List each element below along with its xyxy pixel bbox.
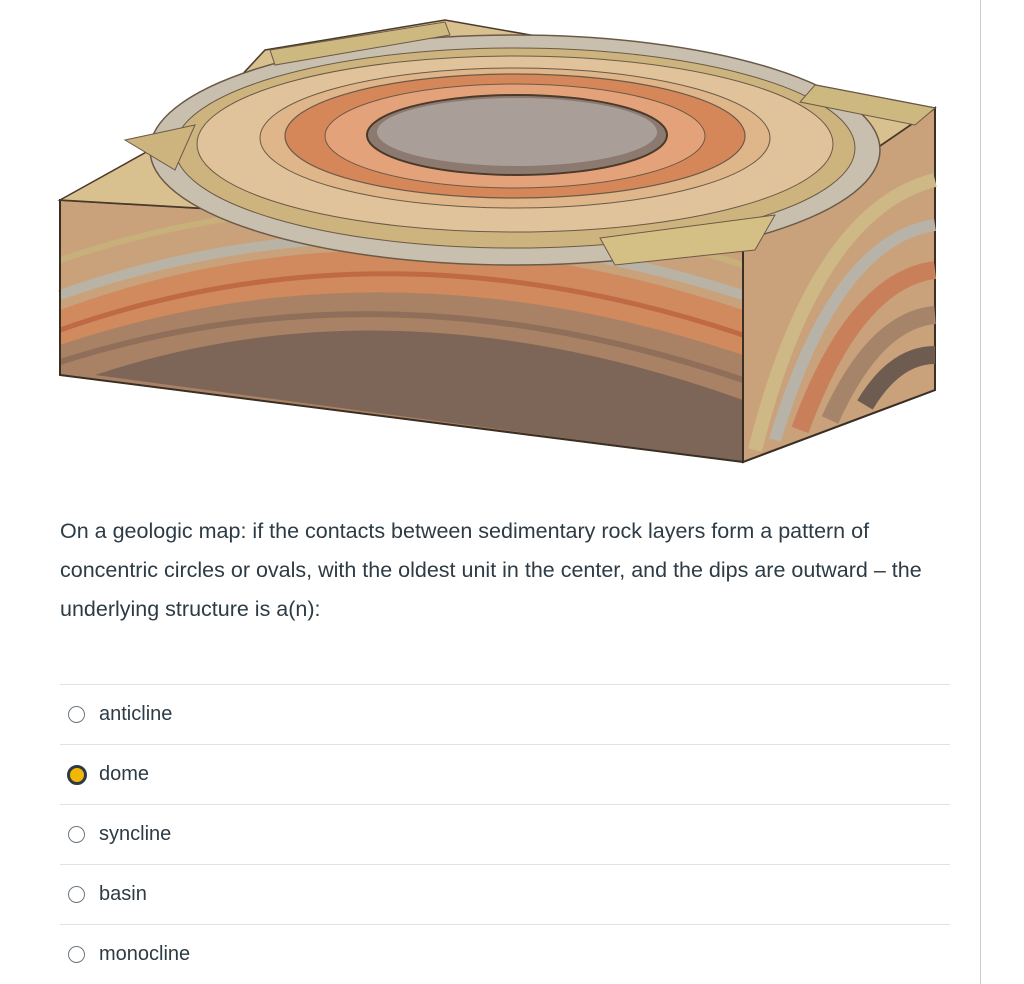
map-surface	[57, 19, 937, 266]
answer-label: dome	[99, 763, 150, 785]
answer-option-basin[interactable]: basin	[60, 864, 950, 924]
radio-button[interactable]	[68, 826, 85, 843]
answer-label: syncline	[99, 823, 172, 845]
answer-option-monocline[interactable]: monocline	[60, 924, 950, 984]
answer-option-syncline[interactable]: syncline	[60, 804, 950, 864]
right-side-face	[742, 106, 937, 464]
answer-label: basin	[99, 883, 147, 905]
quiz-question-panel: On a geologic map: if the contacts betwe…	[57, 0, 981, 984]
radio-button[interactable]	[68, 946, 85, 963]
radio-button[interactable]	[68, 706, 85, 723]
answer-list: anticline dome syncline basin monocline	[60, 684, 950, 984]
question-text: On a geologic map: if the contacts betwe…	[60, 519, 922, 621]
radio-button[interactable]	[68, 886, 85, 903]
dome-block-diagram	[57, 19, 937, 464]
answer-option-anticline[interactable]: anticline	[60, 684, 950, 744]
answer-label: monocline	[99, 943, 191, 965]
answer-option-dome[interactable]: dome	[60, 744, 950, 804]
radio-button-selected[interactable]	[67, 764, 87, 785]
answer-label: anticline	[99, 703, 173, 725]
